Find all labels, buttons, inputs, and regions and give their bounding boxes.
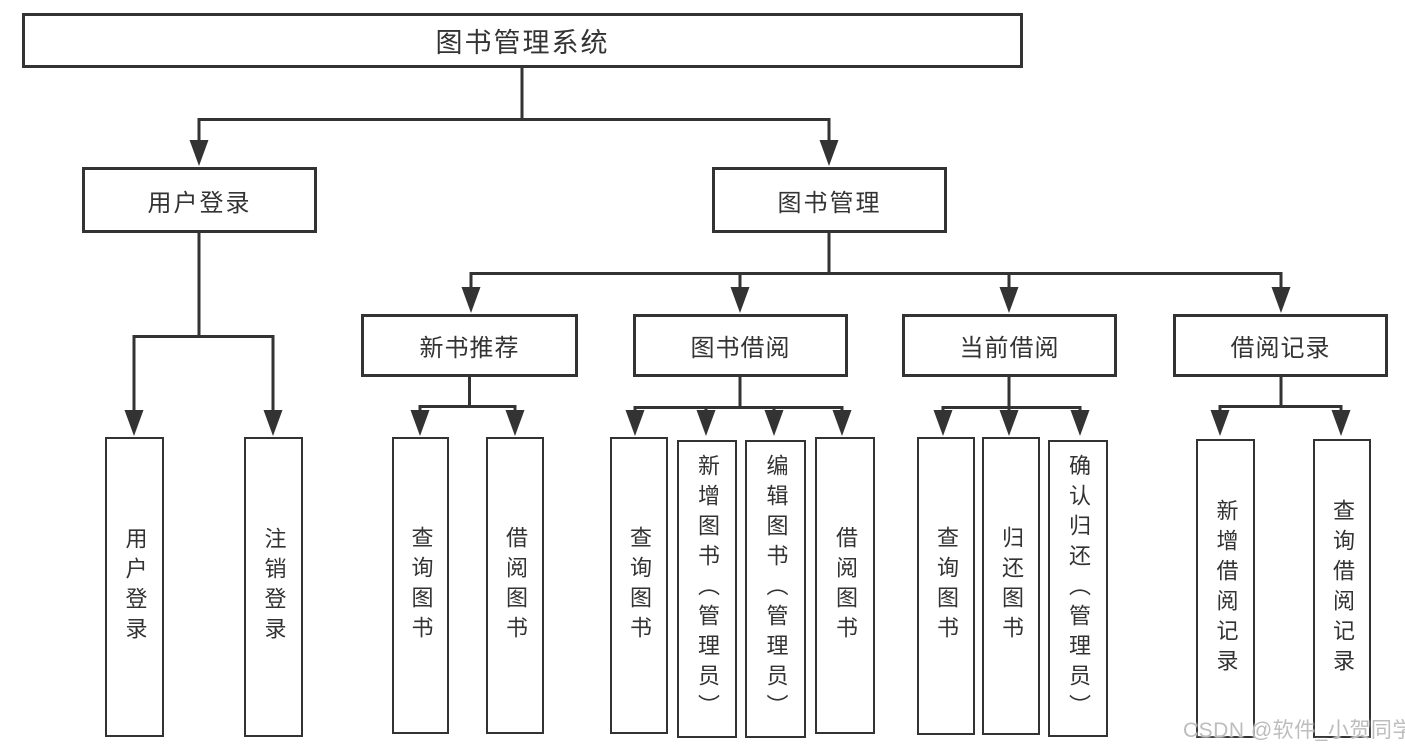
node-book-borrow-label: 图书借阅: [690, 335, 791, 362]
node-cb-query-books: 查询图书: [917, 437, 975, 735]
node-logout-label: 注销登录: [261, 527, 287, 647]
node-new-book-recommend-label: 新书推荐: [419, 335, 520, 362]
node-library-system: 图书管理系统: [22, 13, 1023, 68]
node-br-add-record: 新增借阅记录: [1196, 439, 1255, 738]
node-br-add-record-label: 新增借阅记录: [1213, 498, 1239, 679]
node-book-management-label: 图书管理: [777, 189, 882, 217]
node-user-login-label: 用户登录: [147, 189, 252, 217]
node-new-book-recommend: 新书推荐: [361, 314, 578, 377]
node-cb-return-books: 归还图书: [982, 437, 1040, 735]
node-cb-query-books-label: 查询图书: [934, 526, 959, 646]
node-book-management: 图书管理: [712, 167, 947, 233]
node-current-borrow-label: 当前借阅: [959, 335, 1060, 362]
node-login: 用户登录: [105, 437, 164, 737]
node-nbr-borrow-books-label: 借阅图书: [503, 525, 528, 646]
connector-paths: [132, 68, 1343, 412]
node-bb-add-books-admin-label: 新增图书（管理员）: [695, 454, 720, 724]
node-br-query-record: 查询借阅记录: [1313, 439, 1371, 738]
node-cb-confirm-return-admin-label: 确认归还（管理员）: [1066, 453, 1091, 724]
node-cb-return-books-label: 归还图书: [999, 526, 1024, 646]
watermark: CSDN @软件_小贺同学: [1183, 719, 1405, 742]
node-borrow-records-label: 借阅记录: [1230, 335, 1331, 362]
arrowheads: [124, 140, 1351, 436]
node-bb-add-books-admin: 新增图书（管理员）: [677, 440, 737, 738]
node-user-login: 用户登录: [82, 167, 317, 233]
node-br-query-record-label: 查询借阅记录: [1330, 498, 1355, 679]
node-bb-edit-books-admin: 编辑图书（管理员）: [745, 440, 806, 738]
node-bb-borrow-books: 借阅图书: [815, 437, 875, 734]
node-book-borrow: 图书借阅: [633, 314, 848, 377]
node-bb-query-books: 查询图书: [610, 437, 668, 734]
node-nbr-query-books-label: 查询图书: [408, 525, 434, 646]
node-logout: 注销登录: [244, 437, 303, 737]
node-cb-confirm-return-admin: 确认归还（管理员）: [1048, 440, 1108, 737]
node-bb-edit-books-admin-label: 编辑图书（管理员）: [763, 454, 789, 724]
node-current-borrow: 当前借阅: [902, 314, 1117, 377]
node-nbr-query-books: 查询图书: [392, 437, 449, 734]
node-borrow-records: 借阅记录: [1173, 314, 1388, 377]
node-bb-query-books-label: 查询图书: [627, 525, 652, 646]
node-library-system-label: 图书管理系统: [435, 28, 610, 58]
node-nbr-borrow-books: 借阅图书: [486, 437, 544, 734]
node-bb-borrow-books-label: 借阅图书: [833, 525, 858, 646]
node-login-label: 用户登录: [122, 527, 148, 647]
